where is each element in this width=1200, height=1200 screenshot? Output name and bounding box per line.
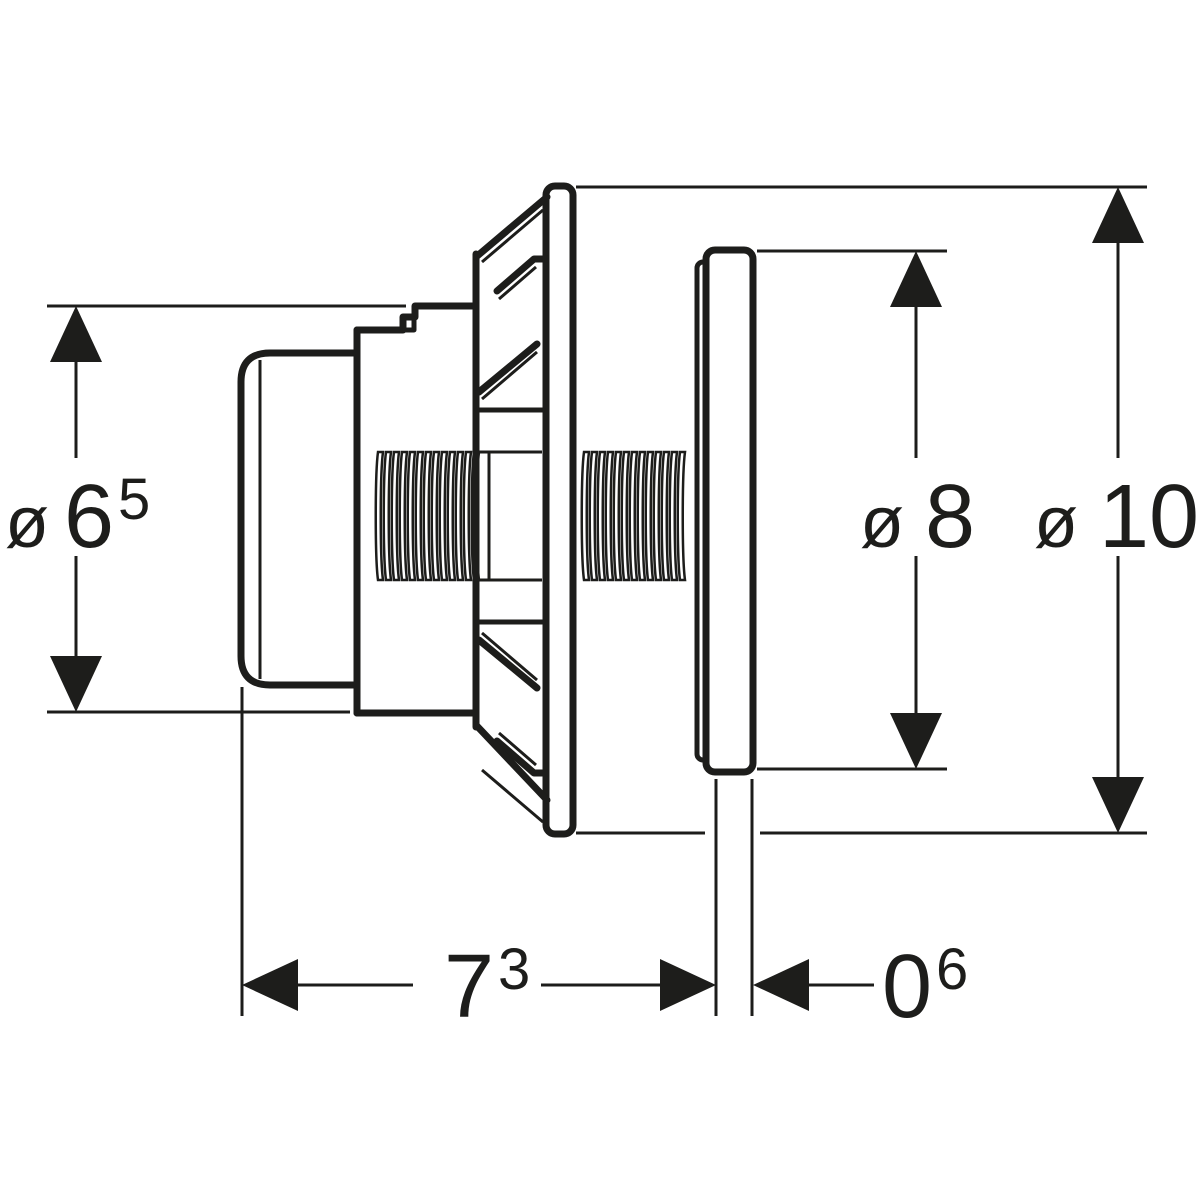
- cone-gusset-4: [493, 737, 550, 777]
- arrowhead-down: [50, 656, 102, 712]
- arrowhead-right: [660, 959, 716, 1011]
- arrowhead-up: [890, 251, 942, 307]
- arrowhead-up: [50, 306, 102, 362]
- arrowhead-left: [242, 959, 298, 1011]
- dimension-installation-depth: 7 3: [240, 687, 718, 1037]
- rosette-body: [702, 246, 757, 776]
- wall-rosette: [694, 246, 757, 776]
- arrowhead-down: [890, 713, 942, 769]
- dim-label-wall-offset: 0 6: [882, 937, 968, 1037]
- dimension-button-diameter: ø 6 5: [5, 304, 406, 714]
- cone-gusset-2: [475, 340, 541, 396]
- dim-label-rosette-diameter: ø 8: [860, 467, 975, 567]
- arrowhead-down: [1092, 777, 1144, 833]
- mounting-plate: [542, 182, 577, 838]
- body-step-notch: [400, 316, 417, 333]
- push-button-cap: [237, 326, 361, 717]
- dimension-rosette-diameter: ø 8: [757, 249, 975, 771]
- dimension-plate-diameter: ø 10: [576, 185, 1199, 835]
- dim-label-installation-depth: 7 3: [444, 937, 530, 1037]
- cone-inner-bottom: [481, 768, 544, 824]
- cone-gusset-3: [475, 636, 541, 692]
- cone-inner-top: [481, 208, 544, 264]
- arrowhead-left: [753, 959, 809, 1011]
- cone-gusset-1: [493, 255, 550, 295]
- dim-label-button-diameter: ø 6 5: [5, 467, 150, 567]
- actuator-drawing: [237, 182, 757, 838]
- mounting-cone: [472, 193, 551, 824]
- cone-top-edge: [472, 193, 551, 261]
- arrowhead-up: [1092, 187, 1144, 243]
- dimension-wall-offset: 0 6: [750, 779, 968, 1037]
- cone-bottom-edge: [472, 721, 551, 804]
- dimension-annotations: ø 6 5 ø 8 ø 10: [5, 185, 1199, 1037]
- dim-label-plate-diameter: ø 10: [1034, 467, 1199, 567]
